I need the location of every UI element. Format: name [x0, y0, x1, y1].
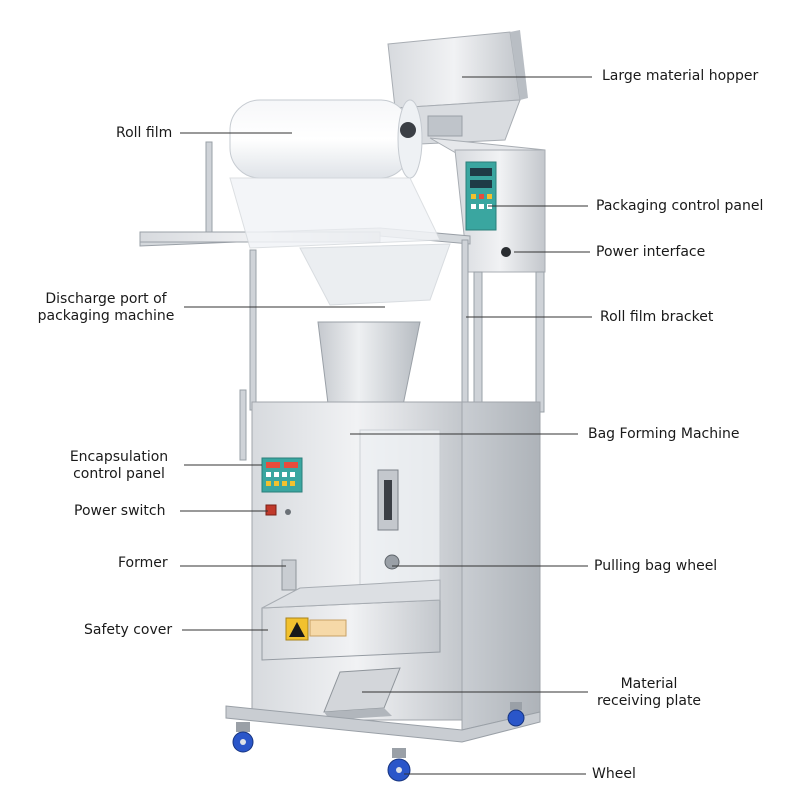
label-encap-line-2: control panel	[73, 466, 165, 482]
label-material-receiving-plate: Material receiving plate	[590, 676, 708, 710]
label-wheel: Wheel	[592, 766, 636, 782]
sealing-jaws	[359, 429, 441, 591]
roll-film	[229, 99, 451, 306]
hopper	[387, 30, 528, 145]
label-large-material-hopper: Large material hopper	[602, 68, 759, 84]
label-discharge-port: Discharge port of packaging machine	[32, 291, 180, 325]
label-bag-forming-machine: Bag Forming Machine	[588, 426, 740, 442]
base-plate	[225, 705, 541, 743]
upper-control-box	[429, 137, 546, 273]
power-interface-socket	[501, 247, 511, 257]
label-power-interface: Power interface	[596, 244, 706, 260]
label-former: Former	[118, 555, 168, 571]
label-receiving-line-1: Material	[620, 676, 678, 692]
wheels	[232, 702, 525, 782]
label-discharge-line-1: Discharge port of	[45, 291, 167, 307]
label-roll-film: Roll film	[116, 125, 173, 141]
safety-cover	[261, 579, 441, 661]
label-pulling-bag-wheel: Pulling bag wheel	[594, 558, 718, 574]
label-power-switch: Power switch	[74, 503, 166, 519]
wheel-icon	[387, 748, 411, 782]
label-discharge-line-2: packaging machine	[37, 308, 175, 324]
leader-lines	[180, 76, 592, 775]
label-packaging-control-panel: Packaging control panel	[596, 198, 764, 214]
material-receiving-plate	[323, 667, 401, 720]
label-receiving-line-2: receiving plate	[596, 693, 702, 709]
label-encapsulation-control-panel: Encapsulation control panel	[56, 449, 182, 483]
pulling-bag-wheel	[384, 554, 400, 570]
power-switch-button	[265, 504, 277, 516]
wheel-icon	[232, 722, 254, 753]
label-safety-cover: Safety cover	[84, 622, 173, 638]
former-handle	[281, 559, 297, 591]
label-encap-line-1: Encapsulation	[69, 449, 169, 465]
label-roll-film-bracket: Roll film bracket	[600, 309, 714, 325]
wheel-icon	[507, 702, 525, 727]
